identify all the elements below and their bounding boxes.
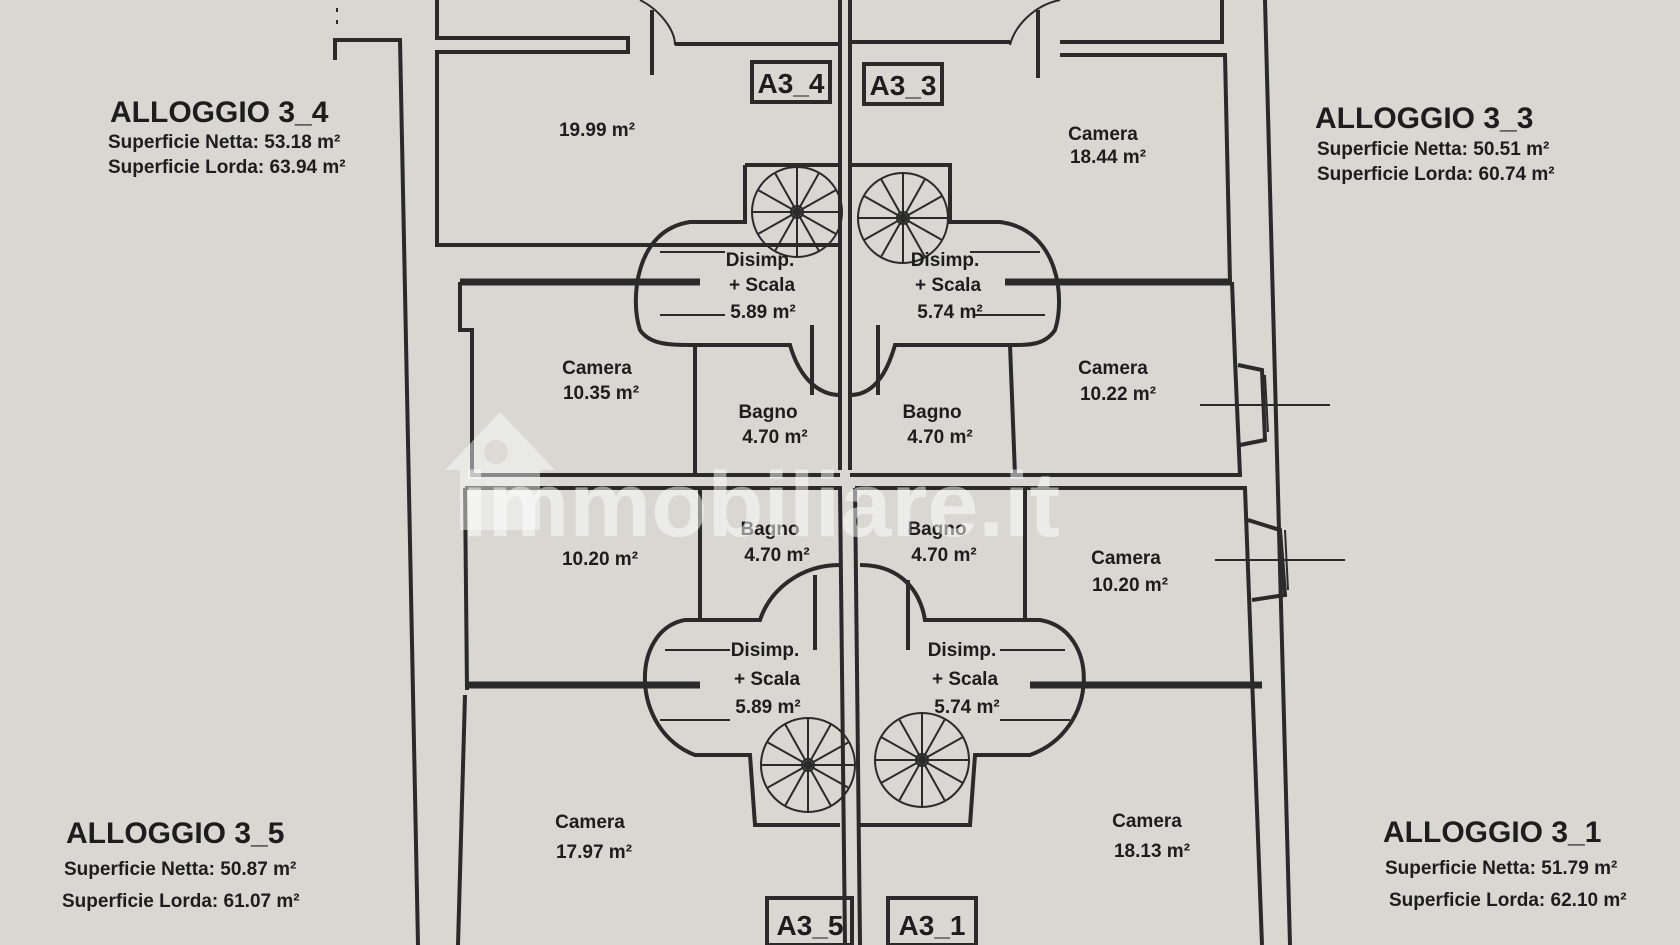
svg-text:Bagno: Bagno bbox=[902, 402, 961, 423]
spiral-stair-tr bbox=[857, 172, 949, 264]
svg-text:5.89 m²: 5.89 m² bbox=[730, 302, 795, 323]
svg-text:4.70 m²: 4.70 m² bbox=[911, 545, 976, 566]
svg-text:A3_4: A3_4 bbox=[758, 68, 825, 99]
room-tl-bagno: Bagno 4.70 m² bbox=[738, 402, 807, 448]
svg-text:+ Scala: + Scala bbox=[734, 669, 800, 690]
svg-text:Superficie Lorda: 61.07 m²: Superficie Lorda: 61.07 m² bbox=[62, 891, 300, 912]
svg-text:+ Scala: + Scala bbox=[915, 275, 981, 296]
summary-a3-3: ALLOGGIO 3_3 Superficie Netta: 50.51 m² … bbox=[1315, 102, 1555, 185]
svg-text:Disimp.: Disimp. bbox=[928, 640, 997, 661]
room-tr-bagno: Bagno 4.70 m² bbox=[902, 402, 972, 448]
svg-text:Camera: Camera bbox=[1112, 811, 1182, 832]
svg-text:17.97 m²: 17.97 m² bbox=[556, 842, 632, 863]
room-bl-area: 10.20 m² bbox=[562, 549, 638, 570]
svg-text:Superficie Netta: 50.51 m²: Superficie Netta: 50.51 m² bbox=[1317, 139, 1549, 160]
svg-text:Disimp.: Disimp. bbox=[726, 250, 795, 271]
svg-text:ALLOGGIO 3_3: ALLOGGIO 3_3 bbox=[1315, 102, 1533, 135]
svg-text:Disimp.: Disimp. bbox=[731, 640, 800, 661]
svg-text:5.74 m²: 5.74 m² bbox=[917, 302, 982, 323]
room-br-camera: Camera 10.20 m² bbox=[1091, 548, 1168, 596]
svg-text:4.70 m²: 4.70 m² bbox=[744, 545, 809, 566]
svg-text:18.13 m²: 18.13 m² bbox=[1114, 841, 1190, 862]
svg-text:10.22 m²: 10.22 m² bbox=[1080, 384, 1156, 405]
tag-a3-1: A3_1 bbox=[899, 910, 966, 941]
svg-text:Bagno: Bagno bbox=[740, 519, 799, 540]
svg-text:Superficie Lorda: 62.10 m²: Superficie Lorda: 62.10 m² bbox=[1389, 890, 1627, 911]
svg-text:Superficie Lorda: 60.74 m²: Superficie Lorda: 60.74 m² bbox=[1317, 164, 1555, 185]
tag-a3-3: A3_3 bbox=[862, 62, 944, 106]
summary-a3-5: ALLOGGIO 3_5 Superficie Netta: 50.87 m² … bbox=[62, 817, 300, 912]
svg-text:ALLOGGIO 3_5: ALLOGGIO 3_5 bbox=[66, 817, 284, 850]
room-bl-camera: Camera 17.97 m² bbox=[555, 812, 632, 863]
room-br-disimp: Disimp. + Scala 5.74 m² bbox=[928, 640, 1000, 718]
svg-text:4.70 m²: 4.70 m² bbox=[742, 427, 807, 448]
outer-walls bbox=[333, 0, 1292, 945]
tag-a3-4: A3_4 bbox=[750, 60, 832, 104]
svg-text:Camera: Camera bbox=[562, 358, 632, 379]
svg-text:Camera: Camera bbox=[555, 812, 625, 833]
svg-text:Camera: Camera bbox=[1091, 548, 1161, 569]
svg-text:Superficie Netta: 53.18 m²: Superficie Netta: 53.18 m² bbox=[108, 132, 340, 153]
house-logo-icon bbox=[445, 412, 555, 530]
svg-text:+ Scala: + Scala bbox=[932, 669, 998, 690]
walls-a3-5 bbox=[456, 486, 854, 945]
svg-text:Bagno: Bagno bbox=[907, 519, 966, 540]
svg-text:Superficie Lorda: 63.94 m²: Superficie Lorda: 63.94 m² bbox=[108, 157, 346, 178]
room-br-bagno: Bagno 4.70 m² bbox=[907, 519, 976, 566]
svg-text:10.35 m²: 10.35 m² bbox=[563, 383, 639, 404]
spiral-stair-tl bbox=[751, 166, 843, 258]
room-tl-living-area: 19.99 m² bbox=[559, 120, 635, 141]
svg-text:Superficie Netta: 51.79 m²: Superficie Netta: 51.79 m² bbox=[1385, 858, 1617, 879]
room-tr-camera: Camera 18.44 m² bbox=[1068, 124, 1146, 168]
svg-text:5.74 m²: 5.74 m² bbox=[934, 697, 999, 718]
svg-text:immobiliare.it: immobiliare.it bbox=[462, 454, 1060, 556]
summary-a3-4: ALLOGGIO 3_4 Superficie Netta: 53.18 m² … bbox=[108, 96, 346, 178]
svg-text:10.20 m²: 10.20 m² bbox=[1092, 575, 1168, 596]
room-tr-camera2: Camera 10.22 m² bbox=[1078, 358, 1156, 405]
room-bl-bagno: Bagno 4.70 m² bbox=[740, 519, 809, 566]
spiral-stair-br bbox=[874, 712, 970, 808]
room-tl-disimp: Disimp. + Scala 5.89 m² bbox=[726, 250, 796, 323]
svg-text:18.44 m²: 18.44 m² bbox=[1070, 147, 1146, 168]
walls-a3-4 bbox=[435, 0, 842, 477]
tag-a3-5: A3_5 bbox=[777, 910, 844, 941]
svg-text:Camera: Camera bbox=[1068, 124, 1138, 145]
room-tr-disimp: Disimp. + Scala 5.74 m² bbox=[911, 250, 983, 323]
room-tl-camera: Camera 10.35 m² bbox=[562, 358, 639, 404]
svg-text:Bagno: Bagno bbox=[738, 402, 797, 423]
walls-a3-1 bbox=[853, 486, 1345, 945]
svg-text:Disimp.: Disimp. bbox=[911, 250, 980, 271]
svg-text:4.70 m²: 4.70 m² bbox=[907, 427, 972, 448]
svg-text:A3_3: A3_3 bbox=[870, 70, 937, 101]
walls-a3-3 bbox=[848, 0, 1330, 477]
svg-text:ALLOGGIO 3_1: ALLOGGIO 3_1 bbox=[1383, 816, 1601, 849]
svg-text:+ Scala: + Scala bbox=[729, 275, 795, 296]
summary-a3-1: ALLOGGIO 3_1 Superficie Netta: 51.79 m² … bbox=[1383, 816, 1627, 911]
room-br-camera2: Camera 18.13 m² bbox=[1112, 811, 1190, 862]
svg-text:Superficie Netta: 50.87 m²: Superficie Netta: 50.87 m² bbox=[64, 859, 296, 880]
svg-text:5.89 m²: 5.89 m² bbox=[735, 697, 800, 718]
spiral-stair-bl bbox=[760, 717, 856, 813]
svg-text:ALLOGGIO 3_4: ALLOGGIO 3_4 bbox=[110, 96, 329, 129]
svg-text:Camera: Camera bbox=[1078, 358, 1148, 379]
room-bl-disimp: Disimp. + Scala 5.89 m² bbox=[731, 640, 801, 718]
watermark: immobiliare.it bbox=[445, 412, 1060, 556]
